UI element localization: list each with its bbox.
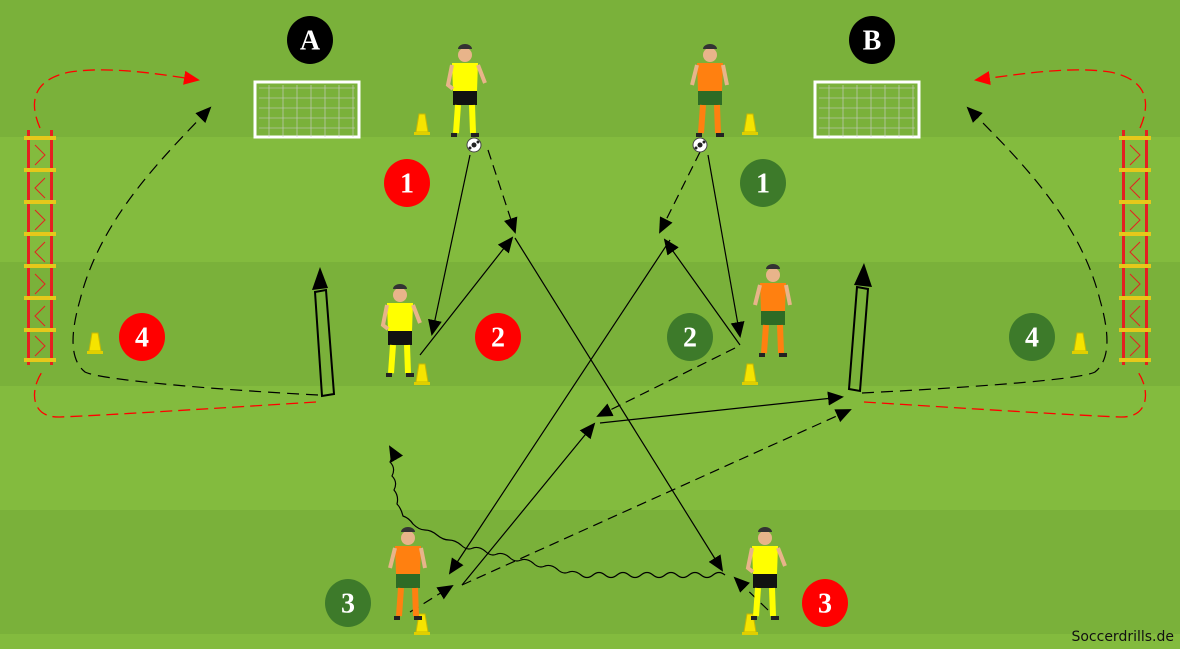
green-position-4: 4: [1009, 313, 1055, 361]
ball-icon: [466, 137, 482, 153]
pass-paths: [72, 106, 1108, 613]
ball-icon: [692, 137, 708, 153]
svg-text:2: 2: [491, 323, 505, 354]
watermark: Soccerdrills.de: [1071, 629, 1174, 645]
svg-text:A: A: [300, 26, 321, 57]
svg-text:1: 1: [400, 169, 414, 200]
svg-text:4: 4: [135, 323, 149, 354]
svg-text:1: 1: [756, 169, 770, 200]
red-position-4: 4: [119, 313, 165, 361]
red-position-3: 3: [802, 579, 848, 627]
goal-label-b: B: [849, 16, 895, 64]
red-position-1: 1: [384, 159, 430, 207]
svg-text:3: 3: [341, 589, 355, 620]
red-run-paths: [33, 69, 1147, 418]
svg-text:B: B: [863, 26, 882, 57]
green-position-3: 3: [325, 579, 371, 627]
svg-text:3: 3: [818, 589, 832, 620]
svg-text:4: 4: [1025, 323, 1039, 354]
mannequin-left: [312, 267, 336, 398]
svg-text:2: 2: [683, 323, 697, 354]
red-position-2: 2: [475, 313, 521, 361]
green-position-2: 2: [667, 313, 713, 361]
green-position-1: 1: [740, 159, 786, 207]
goal-label-a: A: [287, 16, 333, 64]
mannequin-right: [847, 263, 872, 393]
